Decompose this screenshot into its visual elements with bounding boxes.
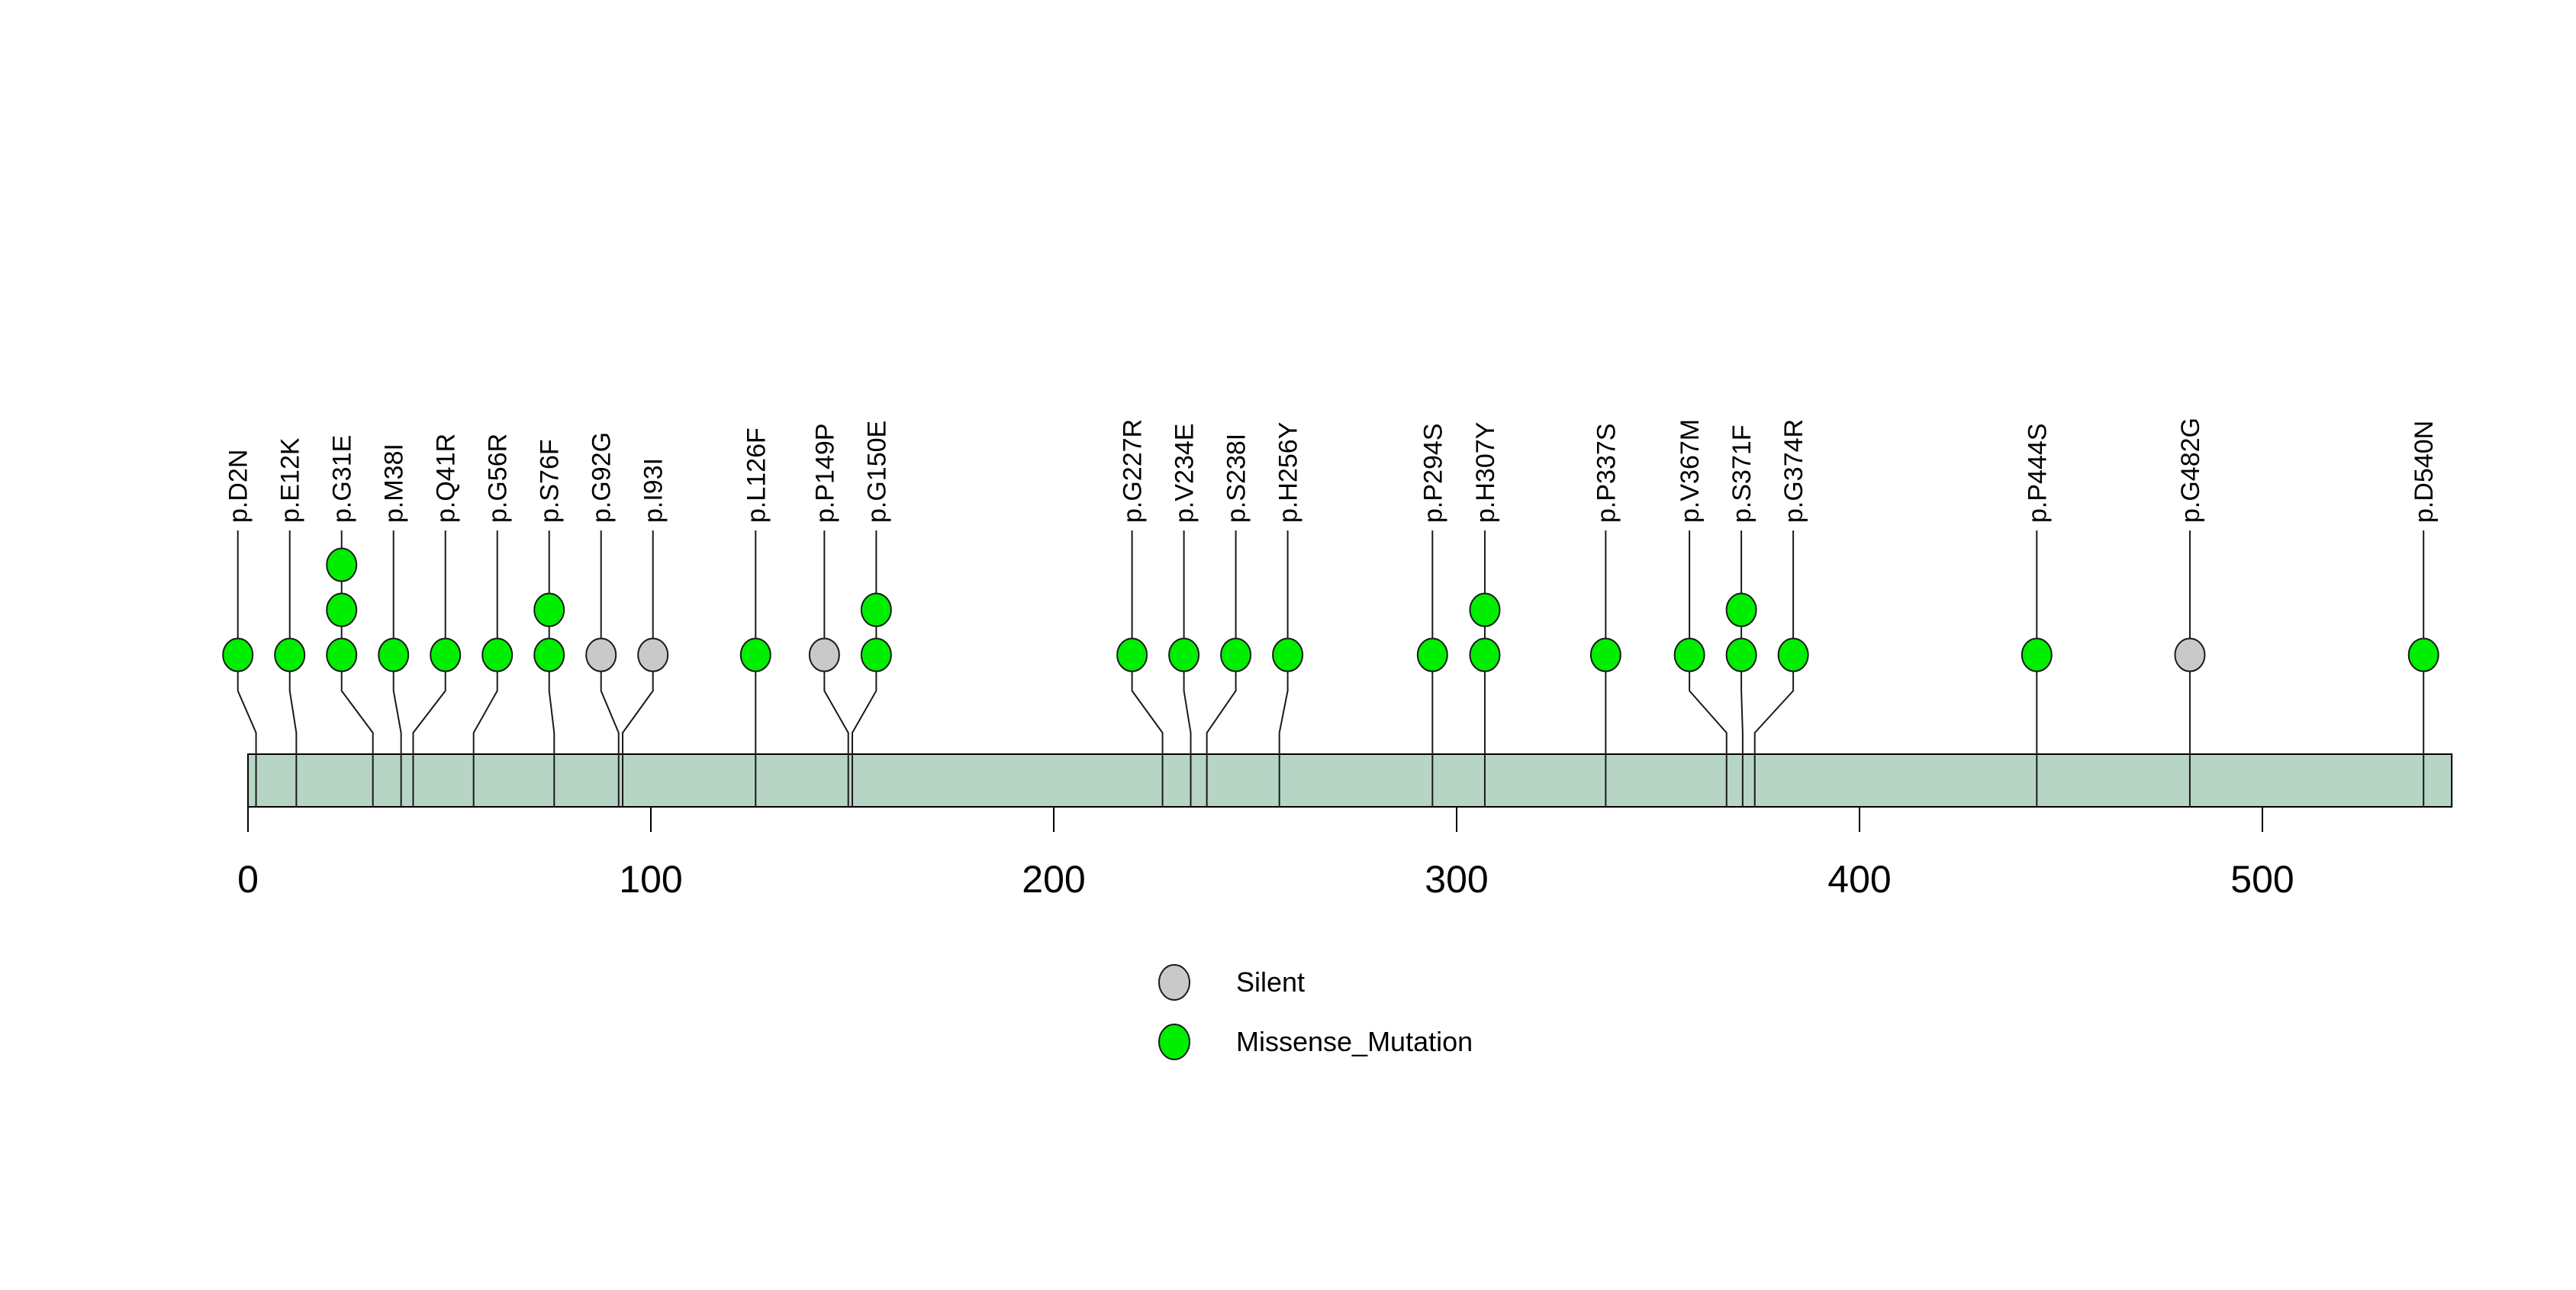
mutation-circle-missense (1777, 637, 1809, 672)
mutation-label: p.G92G (588, 432, 617, 523)
mutation-circle-missense (481, 637, 514, 672)
lollipop-stem (1278, 531, 1289, 807)
protein-domain-bar (247, 753, 2453, 808)
mutation-circle-missense (326, 592, 358, 627)
lollipop-stem (288, 531, 298, 807)
mutation-circle-missense (1168, 637, 1200, 672)
mutation-circle-missense (378, 637, 410, 672)
legend-label-silent: Silent (1236, 966, 1305, 998)
legend-label-missense: Missense_Mutation (1236, 1026, 1473, 1057)
lollipop-stem (600, 531, 620, 807)
mutation-label: p.S371F (1728, 424, 1757, 523)
mutation-circle-missense (326, 547, 358, 582)
mutation-label: p.L126F (742, 427, 771, 523)
mutation-label: p.E12K (276, 437, 305, 523)
mutation-label: p.G374R (1779, 419, 1808, 523)
lollipop-stem (412, 531, 446, 807)
mutation-circle-missense (739, 637, 771, 672)
mutation-circle-missense (1416, 637, 1448, 672)
mutation-circle-missense (533, 637, 565, 672)
mutation-label: p.G227R (1119, 419, 1148, 523)
mutation-label: p.G56R (484, 434, 513, 523)
mutation-label: p.M38I (380, 443, 409, 523)
mutation-circle-missense (1116, 637, 1148, 672)
lollipop-stem (1206, 531, 1237, 807)
mutation-label: p.G482G (2176, 418, 2205, 523)
mutation-circle-missense (860, 592, 892, 627)
lollipop-stem (622, 531, 654, 807)
lollipop-stem (1131, 531, 1164, 807)
mutation-label: p.P337S (1592, 424, 1621, 523)
lollipop-stem (1183, 531, 1192, 807)
mutation-label: p.V234E (1170, 424, 1199, 523)
mutation-circle-missense (2021, 637, 2053, 672)
mutation-circle-missense (1220, 637, 1252, 672)
mutation-label: p.V367M (1676, 419, 1705, 523)
mutation-circle-missense (1589, 637, 1621, 672)
axis-tick-label: 200 (1022, 858, 1085, 901)
mutation-label: p.S76F (536, 439, 565, 523)
axis-tick-label: 400 (1827, 858, 1891, 901)
mutation-label: p.G31E (328, 435, 357, 523)
mutation-circle-missense (222, 637, 254, 672)
legend-swatch-silent (1158, 964, 1190, 1001)
mutation-circle-missense (860, 637, 892, 672)
lollipop-stem (472, 531, 498, 807)
mutation-label: p.P149P (810, 424, 839, 523)
lollipop-stem (1689, 531, 1728, 807)
mutation-label: p.P444S (2023, 424, 2052, 523)
mutation-circle-missense (2407, 637, 2439, 672)
mutation-label: p.H307Y (1471, 422, 1500, 523)
mutation-circle-missense (533, 592, 565, 627)
legend-swatch-missense (1158, 1024, 1190, 1060)
mutation-label: p.G150E (862, 421, 891, 523)
mutation-circle-silent (808, 637, 840, 672)
lollipop-stem (392, 531, 402, 807)
mutation-circle-missense (430, 637, 462, 672)
lollipop-stem (237, 531, 257, 807)
mutation-circle-missense (1725, 592, 1757, 627)
mutation-label: p.D540N (2410, 421, 2439, 523)
mutation-circle-silent (585, 637, 617, 672)
mutation-circle-missense (274, 637, 306, 672)
mutation-circle-missense (1469, 592, 1501, 627)
axis-tick-label: 500 (2230, 858, 2294, 901)
mutation-circle-missense (1725, 637, 1757, 672)
mutation-circle-missense (1272, 637, 1304, 672)
mutation-label: p.P294S (1418, 424, 1447, 523)
axis-tick-label: 300 (1425, 858, 1488, 901)
mutation-circle-silent (2174, 637, 2206, 672)
lollipop-stem (823, 531, 849, 807)
mutation-circle-missense (1673, 637, 1705, 672)
mutation-label: p.H256Y (1274, 422, 1303, 523)
mutation-circle-missense (326, 637, 358, 672)
lollipop-stem (1753, 531, 1795, 807)
mutation-circle-missense (1469, 637, 1501, 672)
axis-tick-label: 100 (619, 858, 682, 901)
mutation-label: p.Q41R (432, 434, 461, 523)
mutation-circle-silent (637, 637, 669, 672)
axis-tick-label: 0 (237, 858, 259, 901)
mutation-label: p.S238I (1222, 434, 1251, 523)
mutation-label: p.D2N (224, 450, 253, 523)
mutation-label: p.I93I (639, 458, 668, 523)
